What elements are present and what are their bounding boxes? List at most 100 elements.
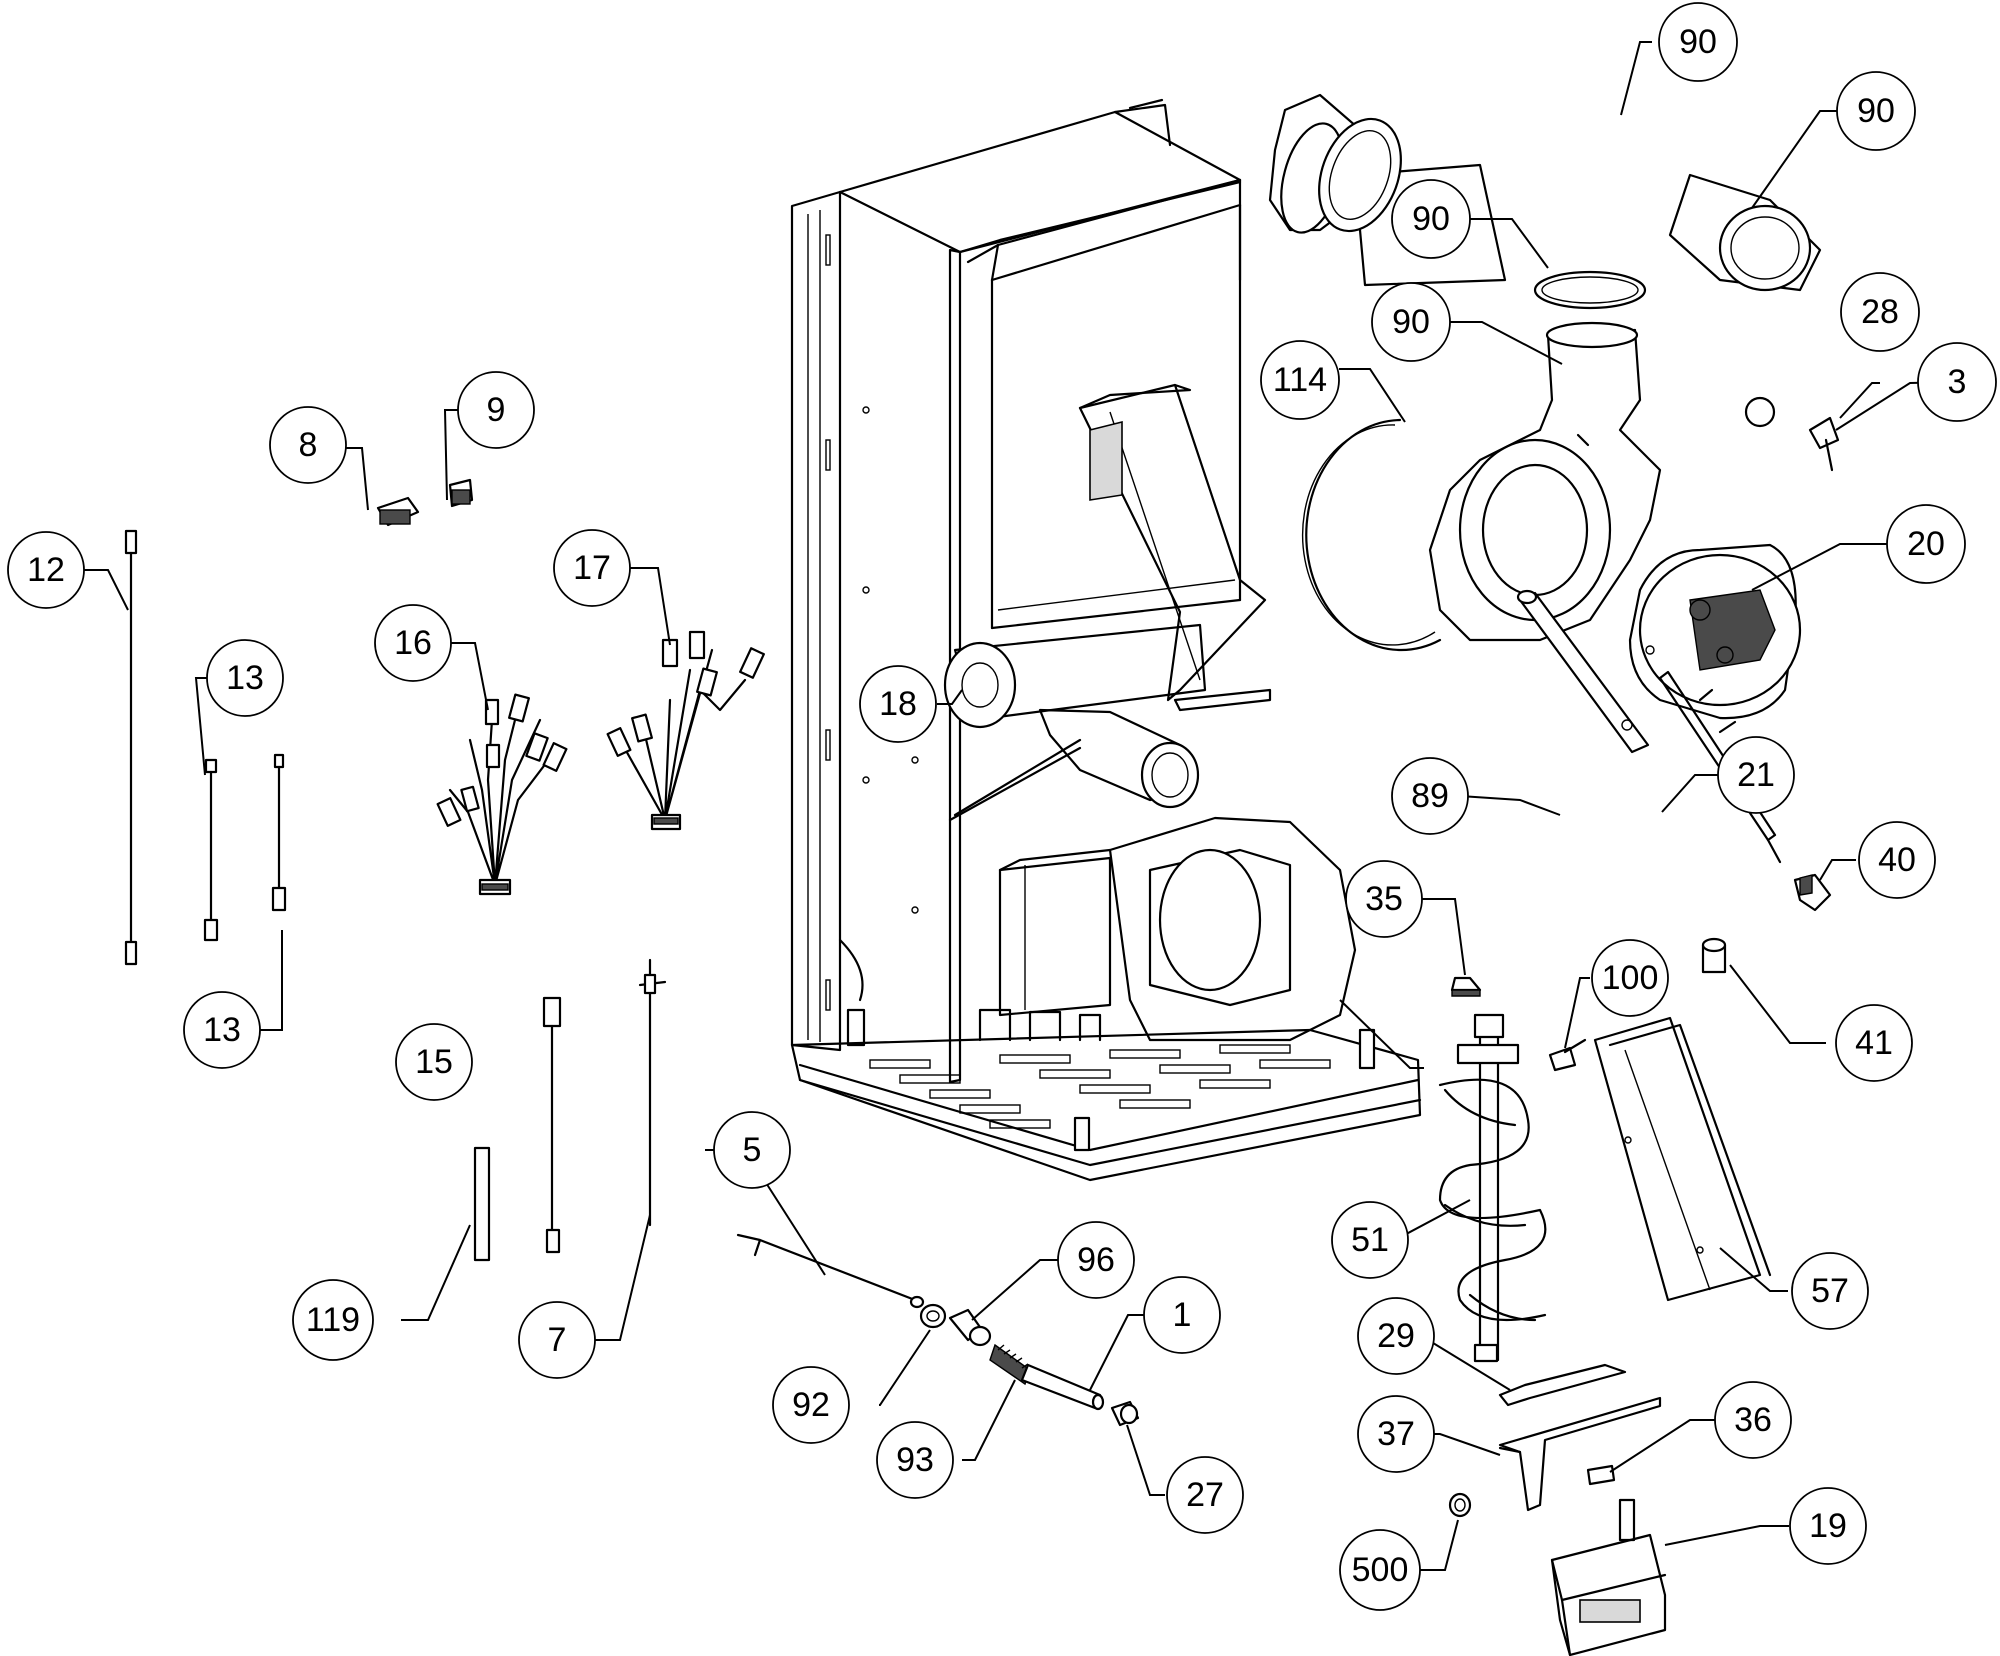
callout-40-label: 40 — [1878, 841, 1916, 879]
callout-9-label: 9 — [487, 391, 506, 429]
callout-35-label: 35 — [1365, 880, 1403, 918]
exhaust-housing — [1428, 321, 1662, 642]
harness-17 — [606, 630, 765, 831]
callout-7-label: 7 — [548, 1321, 567, 1359]
callout-13-a: 13 — [206, 639, 284, 717]
callout-19-label: 19 — [1809, 1507, 1847, 1545]
callout-51-label: 51 — [1351, 1221, 1389, 1259]
tube-89 — [1516, 589, 1650, 754]
callout-13-a-label: 13 — [226, 659, 264, 697]
callout-114-label: 114 — [1273, 361, 1327, 399]
callout-90-d: 90 — [1371, 282, 1451, 362]
callout-500-label: 500 — [1352, 1551, 1409, 1589]
wire-13-b — [271, 753, 287, 912]
bracket-37 — [1498, 1396, 1662, 1512]
callout-7: 7 — [518, 1301, 596, 1379]
callout-3-label: 3 — [1948, 363, 1967, 401]
callout-40: 40 — [1858, 821, 1936, 899]
sleeve-119 — [473, 1146, 491, 1262]
wire-13-a — [203, 758, 219, 942]
callout-36: 36 — [1714, 1381, 1792, 1459]
bushing-27 — [1110, 1400, 1140, 1427]
callout-90-c-label: 90 — [1412, 200, 1450, 238]
callout-5: 5 — [713, 1111, 791, 1189]
callout-18: 18 — [859, 665, 937, 743]
callout-20-label: 20 — [1907, 525, 1945, 563]
grommet-41 — [1701, 937, 1727, 974]
gearmotor-19 — [1550, 1498, 1667, 1656]
callout-51: 51 — [1331, 1201, 1409, 1279]
connector-9 — [448, 478, 474, 508]
sensor-7 — [638, 958, 667, 1227]
callout-5-label: 5 — [743, 1131, 762, 1169]
gasket-29 — [1498, 1363, 1627, 1407]
callout-35: 35 — [1345, 860, 1423, 938]
callout-100-label: 100 — [1602, 959, 1659, 997]
callout-90-a: 90 — [1658, 2, 1738, 82]
auger-51 — [1438, 1013, 1547, 1363]
callout-15: 15 — [395, 1023, 473, 1101]
callout-500: 500 — [1339, 1529, 1421, 1611]
callout-57: 57 — [1791, 1252, 1869, 1330]
callout-36-label: 36 — [1734, 1401, 1772, 1439]
callout-114: 114 — [1260, 340, 1340, 420]
callout-89: 89 — [1391, 757, 1469, 835]
callout-28: 28 — [1840, 272, 1920, 352]
callout-57-label: 57 — [1811, 1272, 1849, 1310]
callout-8: 8 — [269, 406, 347, 484]
callout-29: 29 — [1357, 1297, 1435, 1375]
callout-41: 41 — [1835, 1004, 1913, 1082]
callout-18-label: 18 — [879, 685, 917, 723]
exhaust-elbow — [1268, 93, 1507, 287]
housing-gasket — [1301, 418, 1442, 652]
wire-15 — [542, 996, 562, 1254]
harness-16 — [436, 693, 568, 896]
callout-12: 12 — [7, 531, 85, 609]
callout-1-label: 1 — [1173, 1296, 1192, 1334]
pad-36 — [1586, 1464, 1616, 1486]
callout-28-label: 28 — [1861, 293, 1899, 331]
callout-92-label: 92 — [792, 1386, 830, 1424]
callout-19: 19 — [1789, 1487, 1867, 1565]
exhaust-gasket-ring — [1533, 270, 1647, 310]
nut-500 — [1448, 1492, 1472, 1518]
callout-27-label: 27 — [1186, 1476, 1224, 1514]
callout-29-label: 29 — [1377, 1317, 1415, 1355]
small-parts-28-3 — [1744, 396, 1840, 472]
callout-90-b: 90 — [1836, 71, 1916, 151]
callout-119-label: 119 — [306, 1301, 360, 1339]
panel-57 — [1593, 1016, 1772, 1302]
callout-3: 3 — [1917, 342, 1997, 422]
callout-13-b-label: 13 — [203, 1011, 241, 1049]
callout-21-label: 21 — [1737, 756, 1775, 794]
callout-37-label: 37 — [1377, 1415, 1415, 1453]
callout-15-label: 15 — [415, 1043, 453, 1081]
callout-96-label: 96 — [1077, 1241, 1115, 1279]
connector-8 — [376, 496, 420, 527]
stove-body — [790, 98, 1422, 1182]
callout-12-label: 12 — [27, 551, 65, 589]
callout-119: 119 — [292, 1279, 374, 1361]
callout-27: 27 — [1166, 1456, 1244, 1534]
nut-92 — [919, 1303, 947, 1329]
callout-90-a-label: 90 — [1679, 23, 1717, 61]
callout-20: 20 — [1886, 504, 1966, 584]
callout-92: 92 — [772, 1366, 850, 1444]
callout-16-label: 16 — [394, 624, 432, 662]
callout-17-label: 17 — [573, 549, 611, 587]
wire-12 — [124, 529, 138, 966]
callout-41-label: 41 — [1855, 1024, 1893, 1062]
callout-17: 17 — [553, 529, 631, 607]
callout-21: 21 — [1717, 736, 1795, 814]
callout-93: 93 — [876, 1421, 954, 1499]
callout-96: 96 — [1057, 1221, 1135, 1299]
rod-1 — [1020, 1363, 1105, 1411]
fitting-96 — [948, 1308, 992, 1347]
igniter-5 — [736, 1233, 925, 1309]
exhaust-blower-motor — [1628, 543, 1802, 720]
exhaust-coupler — [1668, 173, 1822, 292]
callout-90-c: 90 — [1391, 179, 1471, 259]
block-35 — [1450, 976, 1482, 997]
callout-100: 100 — [1591, 939, 1669, 1017]
